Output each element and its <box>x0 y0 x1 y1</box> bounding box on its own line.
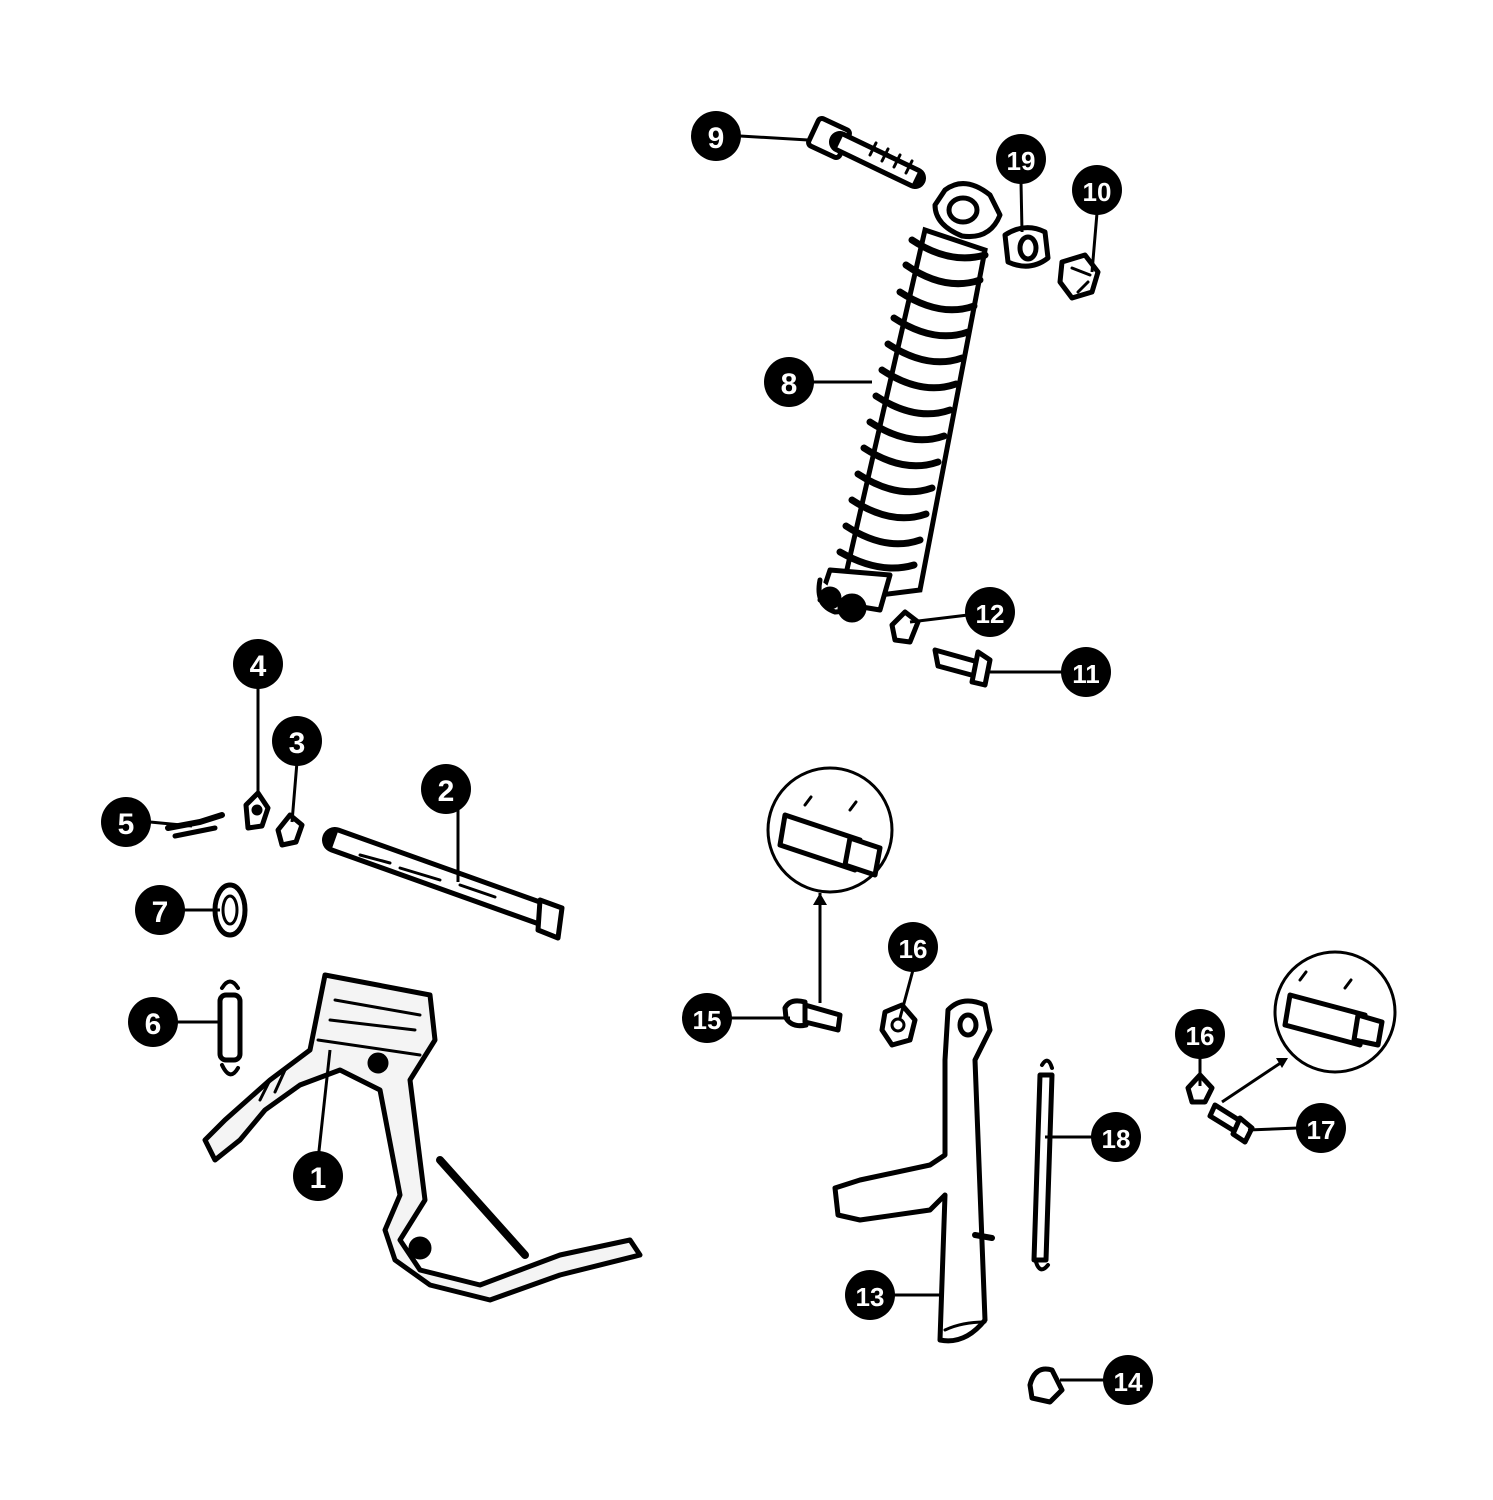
part-side-stand <box>832 998 995 1344</box>
part-spring-18 <box>1031 1058 1055 1272</box>
svg-text:4: 4 <box>250 650 267 683</box>
part-shock-absorber <box>816 181 1003 623</box>
callout-15: 15 <box>682 993 732 1043</box>
detail-magnifier-lower <box>1221 950 1397 1104</box>
callout-6: 6 <box>128 997 178 1047</box>
part-bushing <box>1002 225 1051 269</box>
callout-16-right: 16 <box>1175 1009 1225 1059</box>
part-nut-16b <box>1185 1072 1215 1105</box>
callout-1: 1 <box>293 1151 343 1201</box>
part-washer-lower <box>889 609 921 645</box>
svg-text:15: 15 <box>693 1005 722 1035</box>
callout-11: 11 <box>1061 647 1111 697</box>
svg-text:1: 1 <box>310 1162 327 1195</box>
svg-text:13: 13 <box>856 1282 885 1312</box>
svg-text:9: 9 <box>708 122 725 155</box>
part-cap-nut <box>1027 1366 1065 1405</box>
callout-16-left: 16 <box>888 922 938 972</box>
svg-text:3: 3 <box>289 727 306 760</box>
callout-4: 4 <box>233 639 283 689</box>
svg-text:10: 10 <box>1083 177 1112 207</box>
part-bolt-17 <box>1207 1102 1255 1145</box>
svg-text:11: 11 <box>1072 659 1100 689</box>
part-nut-upper <box>1057 252 1101 301</box>
svg-text:14: 14 <box>1114 1367 1143 1397</box>
svg-text:18: 18 <box>1102 1124 1131 1154</box>
svg-text:19: 19 <box>1007 146 1036 176</box>
callout-12: 12 <box>965 587 1015 637</box>
part-nut-16a <box>879 1002 918 1048</box>
svg-text:12: 12 <box>976 599 1005 629</box>
part-bolt-upper <box>806 116 926 189</box>
callout-2: 2 <box>421 764 471 814</box>
callout-13: 13 <box>845 1270 895 1320</box>
leader-lines <box>149 134 1299 1382</box>
part-pivot-shaft <box>322 827 565 941</box>
part-nut-4 <box>243 790 271 831</box>
callout-8: 8 <box>764 357 814 407</box>
svg-text:16: 16 <box>899 934 928 964</box>
svg-text:5: 5 <box>118 808 135 841</box>
part-bolt-15 <box>782 998 843 1033</box>
callout-18: 18 <box>1091 1112 1141 1162</box>
callout-19: 19 <box>996 134 1046 184</box>
callout-7: 7 <box>135 885 185 935</box>
svg-text:2: 2 <box>438 775 455 808</box>
part-center-stand <box>202 972 643 1303</box>
callout-9: 9 <box>691 111 741 161</box>
part-bolt-lower <box>932 647 993 688</box>
svg-text:7: 7 <box>152 896 169 929</box>
svg-text:8: 8 <box>781 368 798 401</box>
part-washer-7 <box>212 882 248 938</box>
svg-text:6: 6 <box>145 1008 162 1041</box>
detail-magnifier-upper <box>766 766 894 1003</box>
callout-5: 5 <box>101 797 151 847</box>
callout-10: 10 <box>1072 165 1122 215</box>
part-washer-3 <box>275 812 305 848</box>
callout-14: 14 <box>1103 1355 1153 1405</box>
callout-17: 17 <box>1296 1103 1346 1153</box>
part-spring-6 <box>217 979 243 1077</box>
svg-text:16: 16 <box>1186 1021 1215 1051</box>
svg-text:17: 17 <box>1307 1115 1336 1145</box>
callout-3: 3 <box>272 716 322 766</box>
